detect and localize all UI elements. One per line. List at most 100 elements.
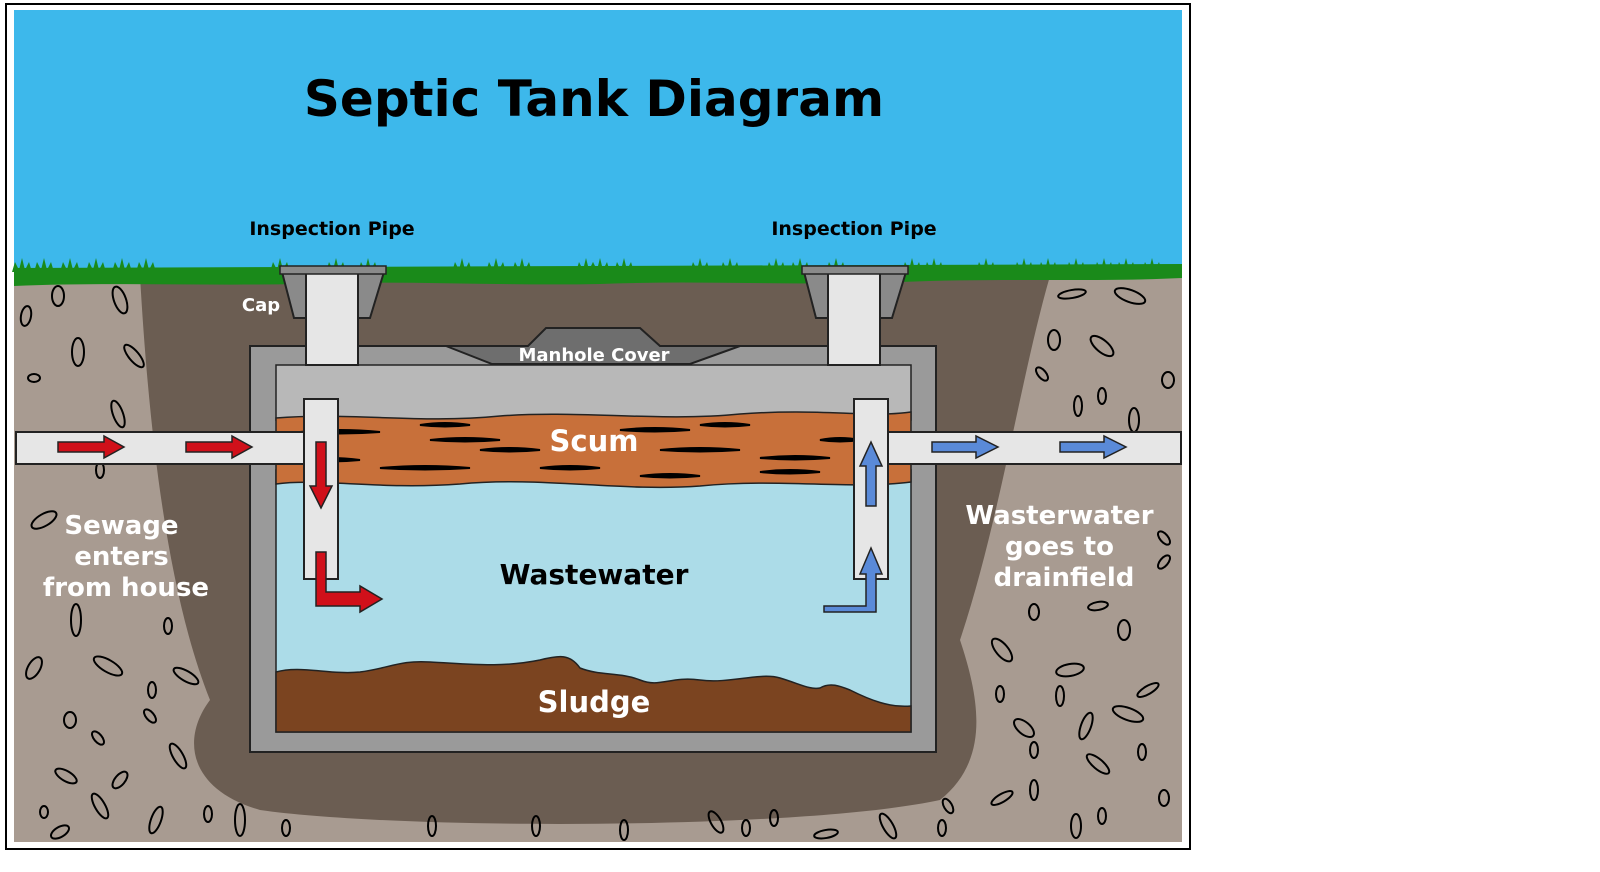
diagram-title: Septic Tank Diagram — [304, 70, 884, 128]
pebble — [1157, 554, 1171, 570]
pebble — [1113, 287, 1147, 305]
arrow-right-icon — [57, 434, 126, 460]
cap-right-top — [801, 265, 909, 275]
pebble — [1070, 813, 1082, 839]
label-out-line-2: goes to — [1005, 532, 1114, 562]
arrow-down-icon — [308, 441, 334, 510]
label-scum: Scum — [550, 424, 639, 458]
pebble — [148, 805, 164, 835]
label-manhole-cover: Manhole Cover — [518, 345, 669, 366]
pebble — [990, 637, 1014, 663]
pebbles — [19, 285, 1175, 841]
grass-tuft — [112, 258, 132, 272]
pebble — [1035, 366, 1049, 382]
scum-fleck — [639, 473, 701, 479]
arrow-up-icon — [858, 440, 884, 507]
grass-tuft — [60, 258, 80, 272]
scum-fleck — [759, 455, 831, 461]
label-out-line-3: drainfield — [994, 563, 1135, 593]
grass-tuft — [1116, 258, 1136, 272]
pebble — [741, 819, 751, 837]
pebble — [123, 343, 145, 369]
pebble — [49, 824, 71, 840]
grass-tuft — [976, 258, 996, 272]
pebble — [143, 708, 157, 724]
pebble — [39, 805, 49, 819]
sky — [14, 10, 1182, 276]
cap-left-top — [279, 265, 387, 275]
pebble — [1073, 395, 1083, 417]
pebble — [172, 666, 200, 686]
label-sewage-line-2: enters — [74, 542, 169, 572]
inspection-pipe-right — [827, 271, 881, 366]
pebble — [91, 730, 105, 746]
pebble — [1057, 288, 1087, 300]
arrow-up-right-icon — [823, 546, 884, 613]
scum-fleck — [479, 447, 541, 453]
pebble — [1029, 779, 1039, 801]
label-sewage-line-1: Sewage — [64, 511, 178, 541]
label-sewage-line-3: from house — [43, 573, 209, 603]
scum-fleck — [619, 427, 691, 433]
pebble — [30, 510, 58, 530]
label-inspection-pipe-right: Inspection Pipe — [771, 218, 936, 240]
grass-tuft — [12, 258, 32, 272]
arrow-right-icon — [1059, 434, 1128, 460]
pebble — [941, 797, 955, 815]
pebble — [51, 285, 65, 307]
label-wastewater-goes: Wasterwater goes to drainfield — [965, 501, 1162, 593]
grass-tuft — [690, 258, 710, 272]
grass-tuft — [590, 258, 610, 272]
grass-tuft — [512, 258, 532, 272]
pebble — [1028, 603, 1040, 621]
pebble — [1157, 530, 1171, 546]
grass-tuft — [1038, 258, 1058, 272]
pebble — [1085, 753, 1111, 775]
scum-fleck — [539, 465, 601, 471]
label-cap: Cap — [242, 295, 280, 316]
arrow-down-right-icon — [315, 551, 384, 614]
pebble — [769, 809, 779, 827]
grass-tuft — [1094, 258, 1114, 272]
label-sewage-enters: Sewage enters from house — [43, 511, 209, 603]
pebble — [25, 656, 43, 680]
label-sludge: Sludge — [538, 685, 651, 719]
pebble — [163, 617, 173, 635]
pebble — [1137, 743, 1147, 761]
outflow-arrows — [823, 434, 1128, 613]
grass-tuft — [614, 258, 634, 272]
pebble — [1161, 371, 1175, 389]
scum-fleck — [379, 465, 471, 471]
pebble — [995, 685, 1005, 703]
pebble — [531, 815, 541, 837]
outlet-pipe — [885, 431, 1182, 465]
pebble — [878, 812, 898, 840]
arrow-right-icon — [185, 434, 254, 460]
pebble — [92, 655, 124, 677]
pebble — [71, 337, 85, 367]
inspection-pipe-left — [305, 271, 359, 366]
grass-tuft — [766, 258, 786, 272]
pebble — [813, 828, 839, 840]
scum-fleck — [699, 422, 751, 428]
arrow-right-icon — [931, 434, 1000, 460]
pebble — [707, 810, 725, 834]
scum-fleck — [659, 447, 741, 453]
scum-fleck — [759, 469, 821, 475]
pebble — [110, 399, 126, 429]
pebble — [234, 803, 246, 837]
pebble — [168, 742, 188, 770]
label-wastewater: Wastewater — [500, 558, 689, 591]
pebble — [27, 373, 41, 383]
grass-tuft — [576, 258, 596, 272]
label-inspection-pipe-left: Inspection Pipe — [249, 218, 414, 240]
pebble — [990, 790, 1014, 806]
tank-inner-top — [275, 364, 912, 421]
pebble — [1158, 789, 1170, 807]
grass-tuft — [1066, 258, 1086, 272]
pebble — [1117, 619, 1131, 641]
pebble — [1136, 682, 1160, 698]
pebble — [90, 792, 110, 820]
pebble — [619, 819, 629, 841]
